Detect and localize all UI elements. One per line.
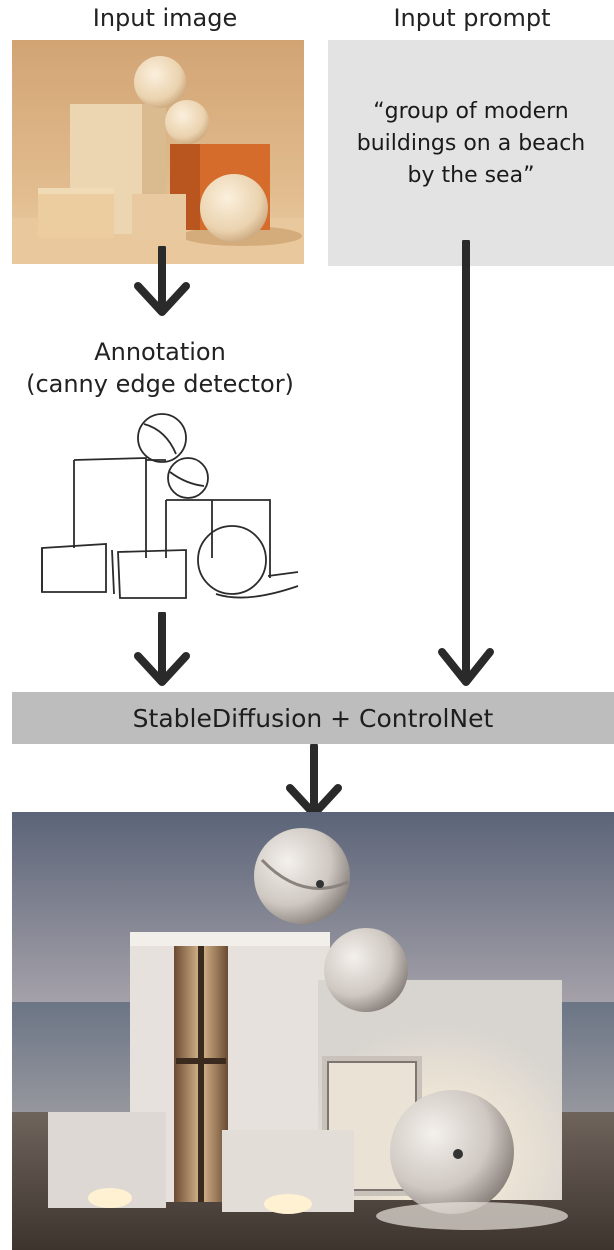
arrow-down-icon xyxy=(436,240,496,688)
input-prompt-label: Input prompt xyxy=(393,4,551,32)
input-prompt-box: “group of modern buildings on a beach by… xyxy=(328,40,614,266)
input-image xyxy=(12,40,304,264)
arrow-down-icon xyxy=(132,246,192,318)
annotation-title: Annotation xyxy=(94,338,226,366)
annotation-label: Annotation (canny edge detector) xyxy=(10,336,310,401)
arrow-down-icon xyxy=(132,612,192,688)
canny-edge-image xyxy=(36,408,306,604)
prompt-text: “group of modern buildings on a beach by… xyxy=(356,99,586,188)
arrow-down-icon xyxy=(284,744,344,820)
input-image-label: Input image xyxy=(92,4,238,32)
output-image xyxy=(12,812,614,1250)
annotation-subtitle: (canny edge detector) xyxy=(26,370,294,399)
model-bar: StableDiffusion + ControlNet xyxy=(12,692,614,744)
